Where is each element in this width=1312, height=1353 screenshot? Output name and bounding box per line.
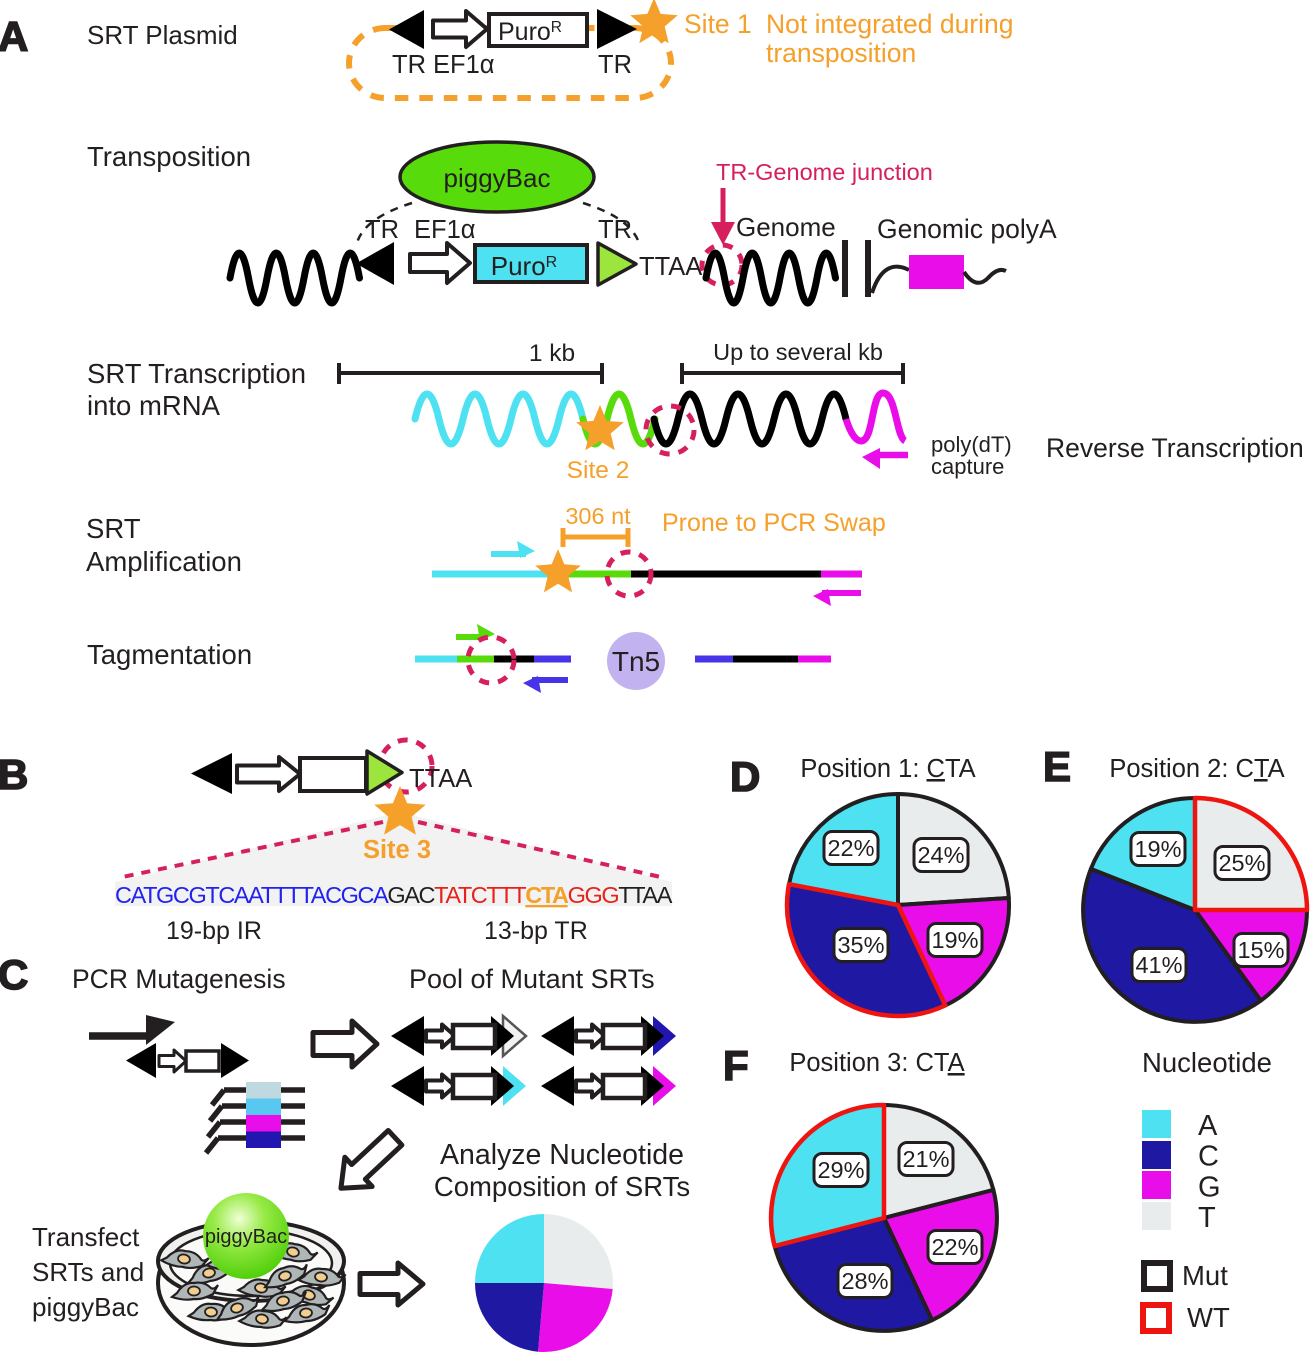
svg-text:Reverse Transcription: Reverse Transcription	[1046, 433, 1304, 463]
svg-text:19%: 19%	[931, 927, 978, 953]
svg-text:into mRNA: into mRNA	[87, 390, 221, 421]
svg-text:TR: TR	[392, 51, 426, 79]
svg-text:WT: WT	[1187, 1302, 1230, 1333]
svg-text:41%: 41%	[1135, 952, 1182, 978]
svg-text:piggyBac: piggyBac	[32, 1292, 139, 1322]
svg-text:19%: 19%	[1134, 836, 1181, 862]
svg-text:SRT Plasmid: SRT Plasmid	[87, 20, 238, 50]
svg-text:Transfect: Transfect	[32, 1222, 140, 1252]
svg-text:TR: TR	[365, 216, 399, 244]
svg-text:capture: capture	[931, 454, 1004, 479]
svg-text:Genomic polyA: Genomic polyA	[877, 214, 1057, 244]
svg-text:F: F	[723, 1042, 749, 1089]
svg-text:TR: TR	[598, 51, 632, 79]
svg-text:C: C	[0, 951, 28, 998]
svg-text:25%: 25%	[1218, 850, 1265, 876]
svg-text:Site 1: Site 1	[684, 9, 752, 39]
svg-text:22%: 22%	[931, 1234, 978, 1260]
svg-text:13-bp TR: 13-bp TR	[484, 917, 588, 945]
svg-text:C: C	[1198, 1141, 1219, 1173]
svg-text:19-bp IR: 19-bp IR	[166, 917, 262, 945]
svg-text:CATGCGTCAATTTTACGCAGACTATCTTTC: CATGCGTCAATTTTACGCAGACTATCTTTCTAGGGTTAA	[115, 882, 673, 908]
svg-text:EF1α: EF1α	[433, 51, 495, 79]
svg-text:EF1α: EF1α	[414, 216, 476, 244]
svg-text:piggyBac: piggyBac	[444, 163, 551, 193]
svg-text:Transposition: Transposition	[87, 141, 251, 172]
svg-text:TTAA: TTAA	[409, 765, 472, 793]
svg-text:TR-Genome junction: TR-Genome junction	[716, 159, 933, 185]
svg-text:21%: 21%	[902, 1146, 949, 1172]
svg-text:35%: 35%	[837, 932, 884, 958]
svg-text:D: D	[730, 753, 760, 800]
svg-text:22%: 22%	[827, 835, 874, 861]
svg-text:E: E	[1043, 743, 1071, 790]
svg-text:1 kb: 1 kb	[529, 340, 575, 367]
svg-text:Amplification: Amplification	[86, 546, 242, 577]
svg-text:29%: 29%	[817, 1157, 864, 1183]
svg-text:Mut: Mut	[1182, 1260, 1228, 1291]
svg-text:Not integrated during: Not integrated during	[766, 9, 1014, 39]
svg-text:PCR Mutagenesis: PCR Mutagenesis	[72, 964, 286, 994]
svg-text:TR: TR	[598, 216, 632, 244]
svg-text:SRT: SRT	[86, 513, 141, 544]
svg-text:Composition of SRTs: Composition of SRTs	[434, 1171, 690, 1202]
svg-text:transposition: transposition	[766, 38, 916, 68]
svg-text:24%: 24%	[917, 842, 964, 868]
svg-text:Site 3: Site 3	[363, 836, 431, 864]
svg-text:Position 2: CTA: Position 2: CTA	[1109, 755, 1284, 783]
svg-text:piggyBac: piggyBac	[205, 1226, 287, 1248]
svg-text:TTAA: TTAA	[639, 253, 702, 281]
svg-text:T: T	[1198, 1202, 1216, 1234]
svg-text:Analyze Nucleotide: Analyze Nucleotide	[440, 1139, 684, 1171]
svg-text:15%: 15%	[1237, 937, 1284, 963]
svg-text:B: B	[0, 751, 28, 798]
svg-text:306 nt: 306 nt	[565, 503, 631, 529]
svg-text:Pool of Mutant SRTs: Pool of Mutant SRTs	[409, 964, 655, 994]
svg-text:Position 1: CTA: Position 1: CTA	[800, 755, 975, 783]
svg-text:SRT Transcription: SRT Transcription	[87, 358, 306, 389]
svg-text:Position 3: CTA: Position 3: CTA	[789, 1049, 964, 1077]
svg-text:Tn5: Tn5	[612, 646, 660, 677]
svg-text:Site 2: Site 2	[567, 457, 630, 484]
svg-text:Tagmentation: Tagmentation	[87, 639, 252, 670]
svg-text:A: A	[1198, 1110, 1218, 1142]
svg-text:SRTs and: SRTs and	[32, 1257, 144, 1287]
svg-text:Prone to PCR Swap: Prone to PCR Swap	[662, 509, 886, 537]
svg-text:Nucleotide: Nucleotide	[1142, 1047, 1272, 1078]
svg-text:Up to several kb: Up to several kb	[713, 339, 883, 365]
svg-text:A: A	[0, 13, 28, 60]
svg-text:poly(dT): poly(dT)	[931, 432, 1012, 457]
svg-text:28%: 28%	[841, 1268, 888, 1294]
svg-text:Genome: Genome	[736, 212, 836, 242]
svg-text:G: G	[1198, 1171, 1221, 1203]
